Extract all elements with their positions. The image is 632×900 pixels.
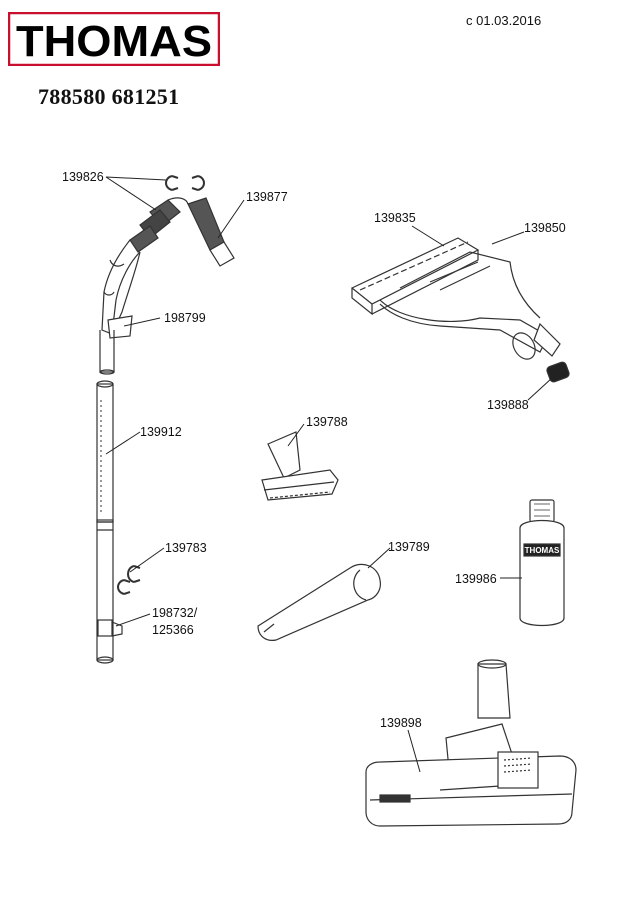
window-nozzle	[350, 237, 570, 383]
thomas-logo: THOMAS	[7, 11, 221, 67]
brand-wordmark: THOMAS	[16, 17, 212, 66]
part-label-139850: 139850	[524, 221, 566, 235]
date-label: с 01.03.2016	[466, 13, 542, 28]
part-label-139877: 139877	[246, 190, 288, 204]
model-number: 788580 681251	[38, 84, 180, 109]
part-label-139826: 139826	[62, 170, 104, 184]
part-label-139888: 139888	[487, 398, 529, 412]
part-label-139986: 139986	[455, 572, 497, 586]
shampoo-bottle: THOMAS	[519, 499, 565, 627]
leader-lines	[105, 176, 553, 773]
part-label-198732: 198732/	[152, 606, 198, 620]
svg-text:THOMAS: THOMAS	[525, 546, 560, 555]
part-label-139912: 139912	[140, 425, 182, 439]
crevice-nozzle	[257, 563, 381, 641]
part-label-139835: 139835	[374, 211, 416, 225]
floor-nozzle	[365, 659, 577, 827]
upholstery-nozzle	[261, 431, 339, 501]
part-label-139898: 139898	[380, 716, 422, 730]
part-label-139789: 139789	[388, 540, 430, 554]
part-label-139788: 139788	[306, 415, 348, 429]
part-label-198799: 198799	[164, 311, 206, 325]
part-label-139783: 139783	[165, 541, 207, 555]
part-label-125366: 125366	[152, 623, 194, 637]
hose-handle	[99, 175, 235, 375]
extension-tube	[96, 380, 141, 664]
